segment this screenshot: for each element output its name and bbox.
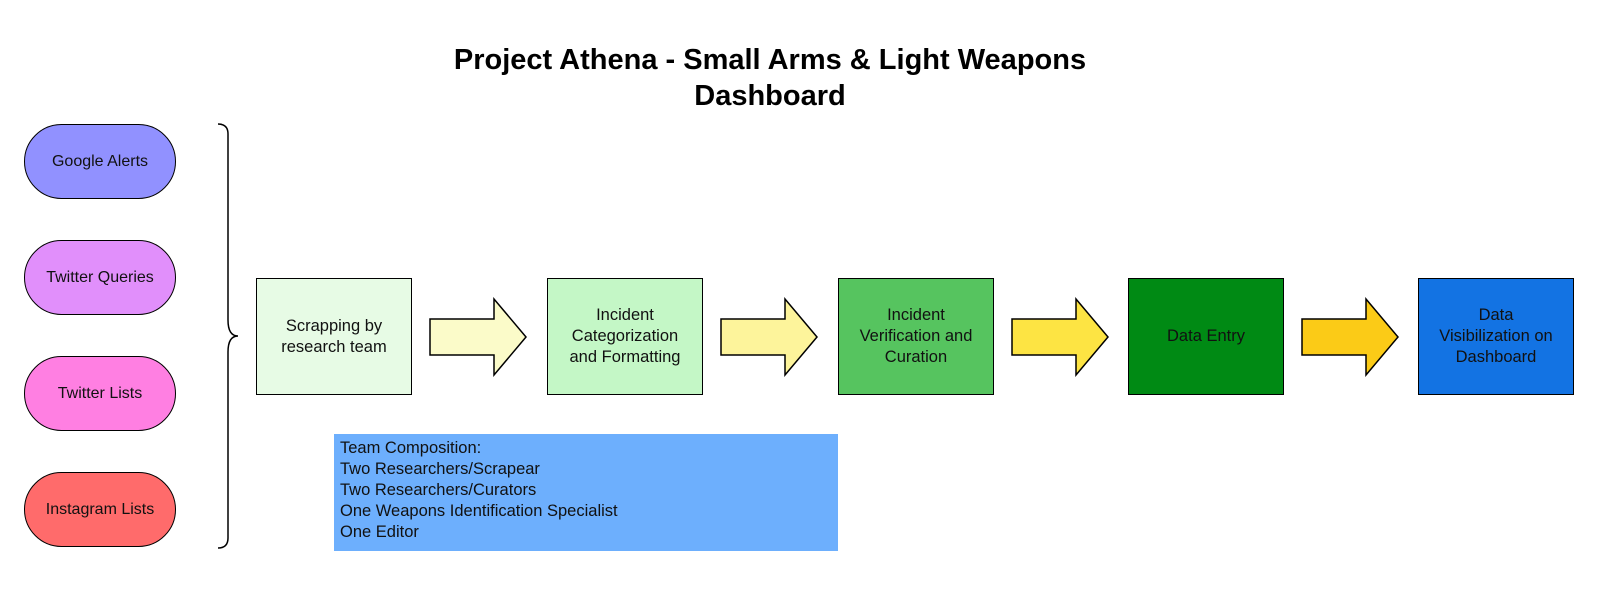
step-categorization: Incident Categorization and Formatting — [547, 278, 703, 395]
team-line-5: One Editor — [340, 523, 419, 541]
source-instagram-lists: Instagram Lists — [24, 472, 176, 547]
team-composition-box: Team Composition: Two Researchers/Scrape… — [334, 434, 838, 551]
team-line-4: One Weapons Identification Specialist — [340, 502, 618, 520]
team-line-1: Team Composition: — [340, 439, 482, 457]
step-visibilization-line-1: Data — [1478, 306, 1514, 324]
step-verification: Incident Verification and Curation — [838, 278, 994, 395]
step-categorization-line-1: Incident — [596, 306, 654, 324]
step-scrapping-line-1: Scrapping by — [285, 316, 383, 335]
team-line-2: Two Researchers/Scrapear — [340, 460, 540, 478]
flow-arrow-1 — [429, 297, 527, 377]
title-line-1: Project Athena - Small Arms & Light Weap… — [453, 44, 1087, 76]
step-verification-line-1: Incident — [887, 306, 945, 324]
source-google-alerts: Google Alerts — [24, 124, 176, 199]
step-visibilization: Data Visibilization on Dashboard — [1418, 278, 1574, 395]
step-data-entry: Data Entry — [1128, 278, 1284, 395]
step-visibilization-line-3: Dashboard — [1455, 348, 1537, 366]
team-line-3: Two Researchers/Curators — [340, 481, 537, 499]
step-verification-line-2: Verification and — [859, 327, 973, 345]
diagram-title: Project Athena - Small Arms & Light Weap… — [330, 42, 1210, 114]
flow-arrow-2 — [720, 297, 818, 377]
step-scrapping: Scrapping by research team — [256, 278, 412, 395]
step-data-entry-line-1: Data Entry — [1167, 327, 1245, 345]
sources-brace — [217, 123, 239, 549]
flow-arrow-3 — [1011, 297, 1109, 377]
step-categorization-line-3: and Formatting — [569, 348, 681, 366]
step-categorization-line-2: Categorization — [571, 327, 679, 345]
source-twitter-lists: Twitter Lists — [24, 356, 176, 431]
step-verification-line-3: Curation — [884, 348, 948, 366]
title-line-2: Dashboard — [694, 80, 846, 112]
step-scrapping-line-2: research team — [281, 337, 387, 356]
step-visibilization-line-2: Visibilization on — [1439, 327, 1553, 345]
flow-arrow-4 — [1301, 297, 1399, 377]
source-twitter-queries: Twitter Queries — [24, 240, 176, 315]
